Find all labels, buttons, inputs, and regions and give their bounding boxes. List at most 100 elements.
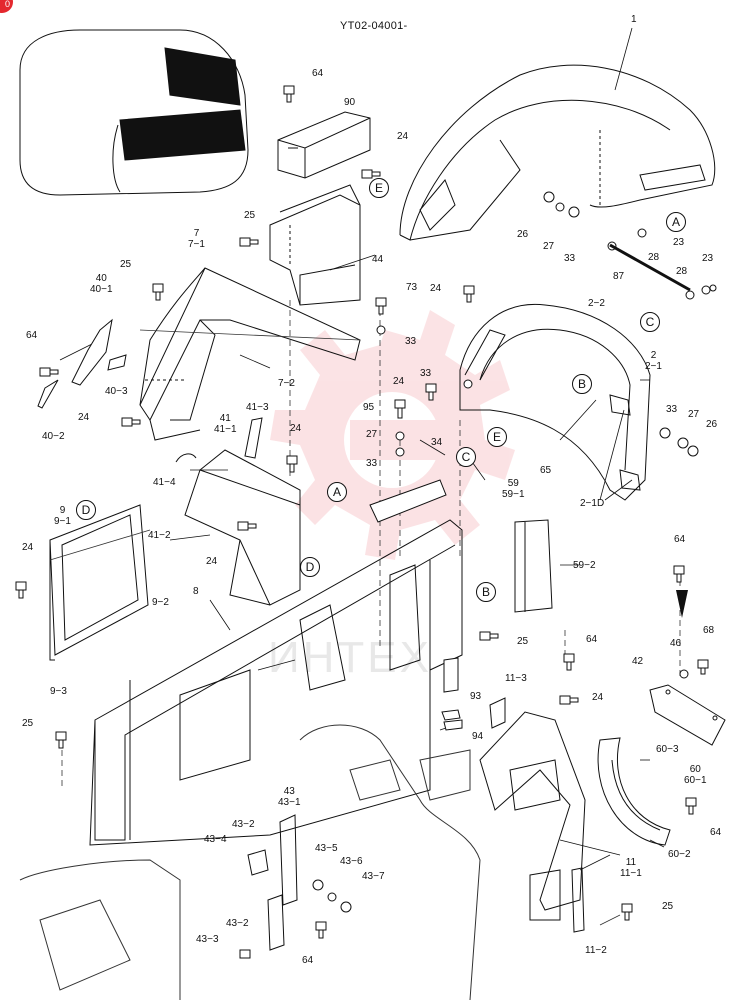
bolt-25c (479, 631, 499, 641)
part-label: 87 (613, 271, 625, 282)
bolt-64a (283, 85, 295, 103)
bolt-24c (121, 417, 141, 427)
part-label: 1 (631, 14, 637, 25)
part-label: 11−3 (505, 673, 527, 684)
part-label: 41−2 (148, 530, 171, 541)
part-label: 60−2 (668, 849, 691, 860)
stays-43 (247, 814, 298, 951)
part-label: 68 (703, 625, 715, 636)
callout-d: D (76, 500, 96, 520)
tray-90 (277, 111, 371, 179)
bolt-25d (55, 731, 67, 749)
canopy-roof (399, 64, 716, 241)
bolt-64b (39, 367, 59, 377)
part-label: 64 (586, 634, 598, 645)
part-label: 33 (564, 253, 576, 264)
part-label: 9−2 (152, 597, 169, 608)
part-label: 24 (430, 283, 442, 294)
callout-c: C (640, 312, 660, 332)
part-label: 46 (670, 638, 682, 649)
part-label: 43−2 (232, 819, 255, 830)
bolt-25e (621, 903, 633, 921)
callout-a: A (327, 482, 347, 502)
panel-60 (597, 737, 671, 846)
frame-9 (49, 504, 149, 661)
callout-e: E (487, 427, 507, 447)
watermark-text: ИНТЕХ (268, 633, 432, 682)
part-label: 60−3 (656, 744, 679, 755)
bolt-24a (361, 169, 381, 179)
part-label: 23 (673, 237, 685, 248)
frame-8 (89, 519, 463, 846)
part-label: 43−2 (226, 918, 249, 929)
part-label: 59 59−1 (502, 478, 525, 500)
part-label: 27 (543, 241, 555, 252)
panel-11 (479, 711, 586, 921)
part-label: 25 (244, 210, 256, 221)
bracket-44 (269, 184, 361, 306)
panel-7 (139, 267, 361, 441)
bolt-43-3 (239, 949, 251, 959)
callout-d: D (300, 557, 320, 577)
part-label: 41−4 (153, 477, 176, 488)
callout-b: B (476, 582, 496, 602)
part-label: 7−2 (278, 378, 295, 389)
part-label: 26 (706, 419, 718, 430)
part-label: 64 (302, 955, 314, 966)
bolt-24g (237, 521, 257, 531)
part-label: 94 (472, 731, 484, 742)
plate-11-2 (571, 867, 585, 933)
bolt-68 (697, 659, 709, 675)
bolt-64d (673, 565, 685, 583)
part-label: 65 (540, 465, 552, 476)
part-label: 90 (344, 97, 356, 108)
part-label: 25 (517, 636, 529, 647)
callout-e: E (369, 178, 389, 198)
bolt-95 (394, 399, 406, 419)
part-label: 24 (78, 412, 90, 423)
fasteners (15, 85, 717, 959)
part-label: 64 (26, 330, 38, 341)
part-label: 23 (702, 253, 714, 264)
part-label: 40−3 (105, 386, 128, 397)
part-label: 43−5 (315, 843, 338, 854)
canopy-thumbnail (19, 29, 249, 196)
part-label: 24 (206, 556, 218, 567)
part-label: 60 60−1 (684, 764, 707, 786)
part-label: 2 2−1 (645, 350, 662, 372)
bolt-64c (563, 653, 575, 671)
part-label: 33 (420, 368, 432, 379)
part-label: 7 7−1 (188, 228, 205, 250)
part-label: 33 (366, 458, 378, 469)
part-label: 40−2 (42, 431, 65, 442)
washers (312, 191, 717, 913)
part-label: 95 (363, 402, 375, 413)
bolt-24e (286, 455, 298, 473)
bolt-24b (463, 285, 475, 303)
bolt-64f (315, 921, 327, 939)
bolt-24d (425, 383, 437, 401)
bolt-24h (559, 695, 579, 705)
part-label: 64 (674, 534, 686, 545)
part-label: 25 (120, 259, 132, 270)
arrow-icon (676, 590, 688, 618)
part-label: 24 (290, 423, 302, 434)
plate-42 (649, 684, 726, 746)
part-label: 43−7 (362, 871, 385, 882)
part-label: 9 9−1 (54, 505, 71, 527)
part-label: 93 (470, 691, 482, 702)
part-label: 9−3 (50, 686, 67, 697)
bolt-64e (685, 797, 697, 815)
corner-badge: 0 (0, 0, 13, 13)
part-label: 27 (366, 429, 378, 440)
part-label: 64 (312, 68, 324, 79)
part-label: 2−1D (580, 498, 605, 509)
part-label: 64 (710, 827, 722, 838)
panel-41 (184, 449, 301, 606)
part-label: 59−2 (573, 560, 596, 571)
callout-a: A (666, 212, 686, 232)
part-label: 11−2 (585, 945, 607, 956)
part-label: 27 (688, 409, 700, 420)
bolt-73 (375, 297, 387, 315)
